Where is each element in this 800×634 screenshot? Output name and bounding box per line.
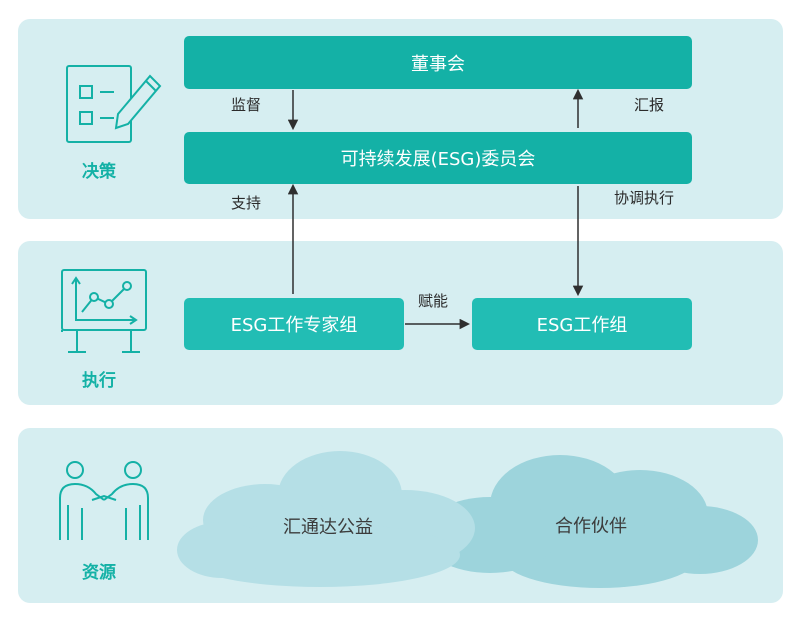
board-box: 董事会 (184, 36, 692, 89)
cloud-htd-charity-label: 汇通达公益 (283, 517, 373, 538)
cloud-htd-charity (177, 451, 475, 587)
checklist-pencil-icon (66, 65, 162, 143)
empower-label: 赋能 (418, 292, 449, 310)
handshake-people-icon (59, 461, 149, 540)
cloud-partners-label: 合作伙伴 (555, 516, 627, 537)
esg-expert-group-box: ESG工作专家组 (184, 298, 404, 350)
execution-caption: 执行 (82, 371, 116, 391)
decision-caption: 决策 (82, 162, 116, 182)
supervise-label: 监督 (231, 96, 262, 114)
esg-committee-box: 可持续发展(ESG)委员会 (184, 132, 692, 184)
support-label: 支持 (231, 194, 262, 212)
esg-work-group-box: ESG工作组 (472, 298, 692, 350)
line-chart-board-icon (61, 269, 147, 353)
resources-caption: 资源 (82, 563, 116, 583)
coordinate-label: 协调执行 (614, 189, 675, 207)
report-label: 汇报 (634, 96, 665, 114)
cloud-partners (422, 455, 758, 588)
